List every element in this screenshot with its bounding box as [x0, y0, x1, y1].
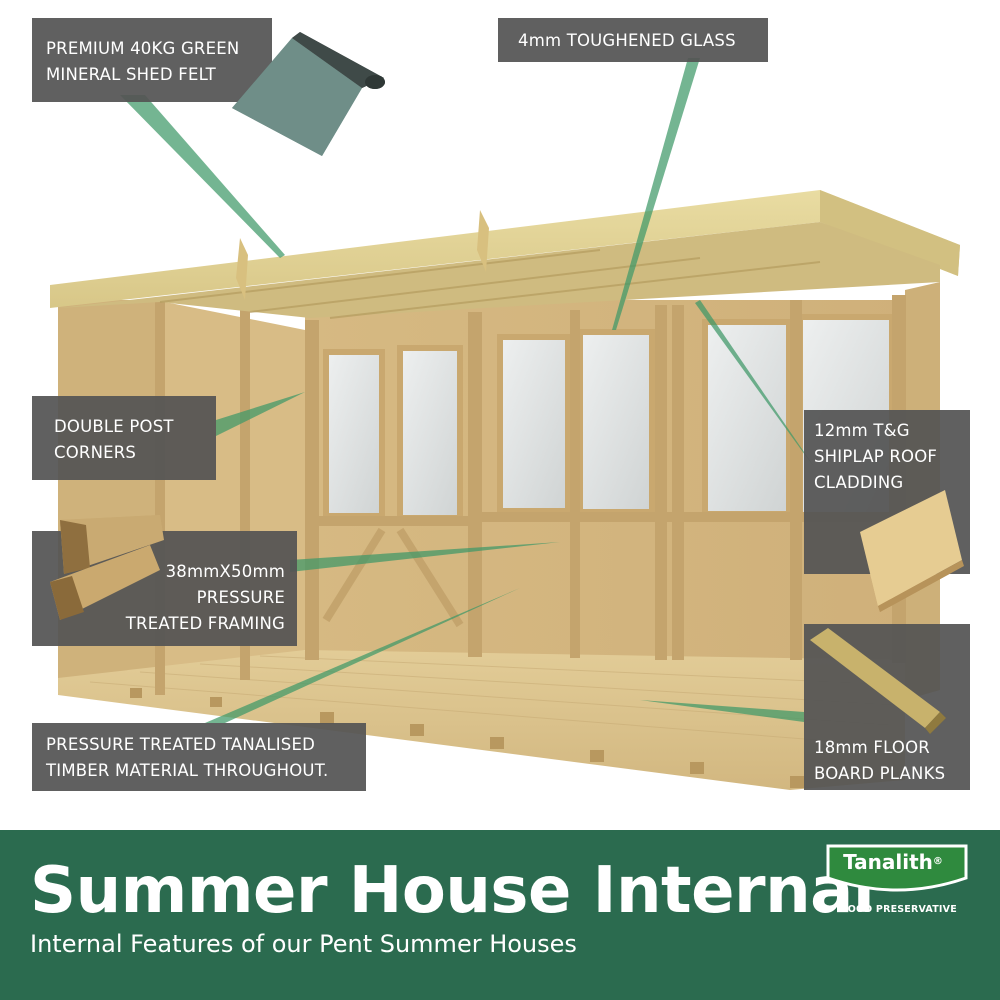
- window-3: [702, 319, 792, 517]
- callout-floor-planks: 18mm FLOOR BOARD PLANKS: [804, 624, 970, 790]
- pointer-floor: [640, 700, 804, 722]
- footer-banner: Summer House Internal Internal Features …: [0, 830, 1000, 1000]
- pointer-posts: [216, 392, 305, 436]
- logo-tagline: WOOD PRESERVATIVE: [837, 904, 957, 915]
- callout-tanalised-timber-text: PRESSURE TREATED TANALISED TIMBER MATERI…: [46, 735, 329, 780]
- callout-toughened-glass: 4mm TOUGHENED GLASS: [498, 18, 768, 62]
- roof-slab: [50, 190, 960, 308]
- callout-shed-felt-text: PREMIUM 40KG GREEN MINERAL SHED FELT: [46, 39, 240, 84]
- tanalith-logo: Tanalith® WOOD PRESERVATIVE: [822, 840, 972, 920]
- callout-treated-framing-text: 38mmX50mm PRESSURE TREATED FRAMING: [125, 562, 285, 633]
- callout-tanalised-timber: PRESSURE TREATED TANALISED TIMBER MATERI…: [32, 723, 366, 791]
- logo-badge-icon: [826, 844, 968, 892]
- page-subtitle: Internal Features of our Pent Summer Hou…: [30, 930, 577, 958]
- window-1: [497, 334, 571, 514]
- callout-roof-cladding-text: 12mm T&G SHIPLAP ROOF CLADDING: [814, 421, 938, 492]
- callout-treated-framing: 38mmX50mm PRESSURE TREATED FRAMING: [32, 531, 297, 646]
- callout-double-post-corners: DOUBLE POST CORNERS: [32, 396, 216, 480]
- callout-shed-felt: PREMIUM 40KG GREEN MINERAL SHED FELT: [32, 18, 272, 102]
- logo-wordmark: Tanalith®: [843, 850, 943, 874]
- callout-double-post-corners-text: DOUBLE POST CORNERS: [54, 417, 174, 462]
- pointer-felt: [120, 95, 285, 258]
- pointer-framing: [290, 542, 560, 572]
- page-title: Summer House Internal: [30, 854, 875, 928]
- callout-roof-cladding: 12mm T&G SHIPLAP ROOF CLADDING: [804, 410, 970, 574]
- pointer-tanal: [205, 588, 520, 723]
- pointer-glass: [612, 58, 700, 330]
- door-window-left: [323, 349, 385, 519]
- pointer-clad: [695, 300, 815, 468]
- callout-toughened-glass-text: 4mm TOUGHENED GLASS: [518, 31, 736, 50]
- door-window-right: [397, 345, 463, 521]
- callout-floor-planks-text: 18mm FLOOR BOARD PLANKS: [814, 738, 946, 783]
- window-2: [577, 329, 655, 515]
- floor: [58, 650, 905, 790]
- roof-underside: [58, 222, 940, 318]
